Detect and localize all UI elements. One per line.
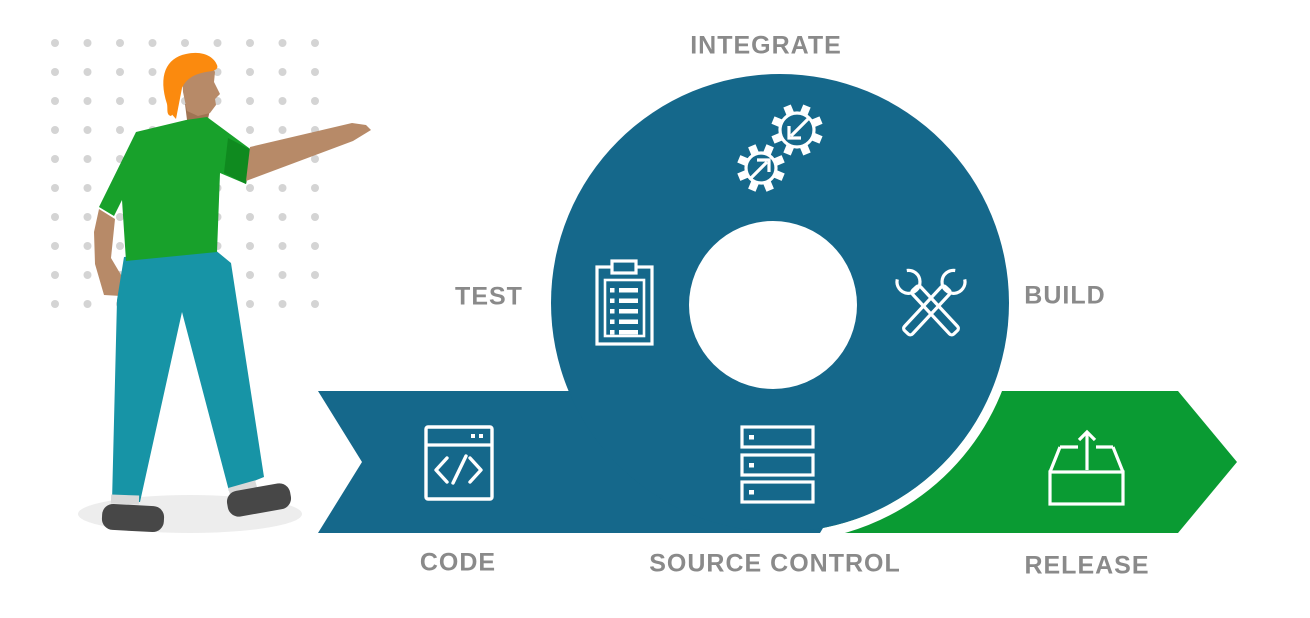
grid-dot <box>51 68 59 76</box>
grid-dot <box>246 213 254 221</box>
grid-dot <box>278 68 287 76</box>
grid-dot <box>83 271 92 279</box>
stage-label-integrate: INTEGRATE <box>690 31 842 60</box>
grid-dot <box>311 271 319 279</box>
gears-sync-icon <box>737 104 823 192</box>
grid-dot <box>246 242 254 250</box>
grid-dot <box>311 300 319 308</box>
grid-dot <box>51 213 59 221</box>
person-left-arm <box>94 209 124 296</box>
grid-dot <box>116 242 124 250</box>
grid-dot <box>116 213 124 221</box>
grid-dot <box>83 97 92 105</box>
grid-dot <box>278 242 287 250</box>
grid-dot <box>311 184 319 192</box>
server-stack-icon <box>740 425 815 504</box>
grid-dot <box>83 39 92 47</box>
person-left-sock <box>110 494 140 505</box>
grid-dot <box>83 184 92 192</box>
grid-dot <box>311 68 319 76</box>
grid-dot <box>246 68 254 76</box>
stage-label-release: RELEASE <box>1024 551 1150 580</box>
grid-dot <box>246 300 254 308</box>
grid-dot <box>246 126 254 134</box>
grid-dot <box>83 155 92 163</box>
grid-dot <box>116 97 124 105</box>
person-right-shoe <box>226 483 292 517</box>
grid-dot <box>51 184 59 192</box>
grid-dot <box>116 39 124 47</box>
grid-dot <box>278 126 287 134</box>
grid-dot <box>278 39 287 47</box>
stage-label-source-control: SOURCE CONTROL <box>649 549 901 578</box>
grid-dot <box>51 155 59 163</box>
person-sideburn <box>168 88 182 119</box>
grid-dot <box>213 68 222 76</box>
grid-dot <box>51 242 59 250</box>
grid-dot <box>83 68 92 76</box>
person-illustration <box>78 52 371 533</box>
grid-dot <box>83 213 92 221</box>
grid-dot <box>51 271 59 279</box>
grid-dot <box>51 300 59 308</box>
stage-label-code: CODE <box>419 548 497 577</box>
grid-dot <box>83 126 92 134</box>
grid-dot <box>83 300 92 308</box>
grid-dot <box>116 126 124 134</box>
grid-dot <box>246 184 254 192</box>
grid-dot <box>51 97 59 105</box>
crossed-wrenches-icon <box>895 268 967 337</box>
loop-arrow-separator-arc <box>775 383 1004 543</box>
grid-dot <box>278 300 287 308</box>
grid-dot <box>51 39 59 47</box>
grid-dot <box>278 213 287 221</box>
stage-label-build: BUILD <box>1024 281 1106 310</box>
person-left-shoe <box>101 503 165 533</box>
grid-dot <box>213 39 222 47</box>
grid-dot <box>278 271 287 279</box>
grid-dot <box>246 271 254 279</box>
grid-dot <box>278 97 287 105</box>
grid-dot <box>148 97 157 105</box>
loop-ring-hole <box>689 221 857 389</box>
box-upload-arrow-icon <box>1048 429 1125 506</box>
grid-dot <box>311 242 319 250</box>
person-tshirt <box>99 117 253 261</box>
stage-label-test: TEST <box>455 282 523 311</box>
person-pointing-arm <box>246 123 371 181</box>
person-tshirt-sleeve-shade <box>224 138 253 184</box>
grid-dot <box>116 68 124 76</box>
person-pants <box>112 249 264 502</box>
clipboard-checklist-icon <box>595 259 654 346</box>
grid-dot <box>311 39 319 47</box>
grid-dot <box>246 39 254 47</box>
grid-dot <box>148 39 157 47</box>
code-window-icon <box>424 425 494 501</box>
grid-dot <box>311 213 319 221</box>
grid-dot <box>311 97 319 105</box>
grid-dot <box>311 155 319 163</box>
grid-dot <box>246 97 254 105</box>
grid-dot <box>83 242 92 250</box>
grid-dot <box>51 126 59 134</box>
grid-dot <box>181 39 189 47</box>
grid-dot <box>278 184 287 192</box>
grid-dot <box>148 68 157 76</box>
